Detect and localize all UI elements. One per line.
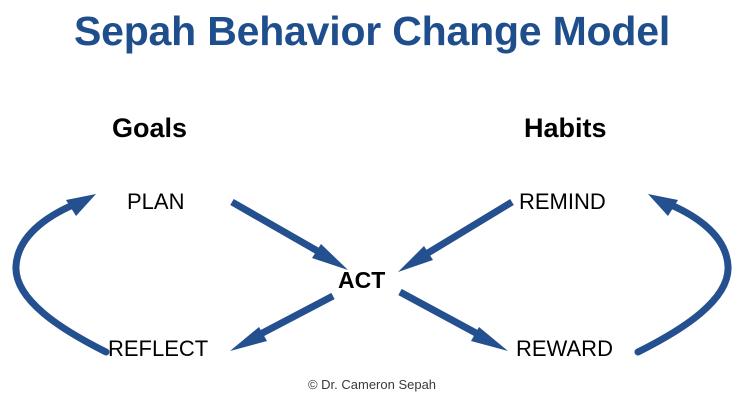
column-heading-goals: Goals — [112, 113, 188, 143]
page-title: Sepah Behavior Change Model — [73, 8, 671, 54]
arrow-reward-to-remind — [634, 194, 732, 356]
arrow-reflect-to-plan — [12, 194, 110, 356]
node-label-reflect: REFLECT — [108, 336, 209, 361]
footer-credit: © Dr. Cameron Sepah — [307, 377, 437, 392]
arrow-remind-to-act — [398, 199, 514, 272]
node-label-reward: REWARD — [516, 336, 613, 361]
node-label-act: ACT — [338, 267, 386, 293]
arrow-plan-to-act — [230, 198, 348, 270]
node-label-plan: PLAN — [127, 189, 185, 214]
arrow-act-to-reward — [398, 288, 508, 351]
node-label-remind: REMIND — [519, 189, 606, 214]
arrow-act-to-reflect — [230, 292, 335, 351]
column-heading-habits: Habits — [524, 113, 607, 143]
